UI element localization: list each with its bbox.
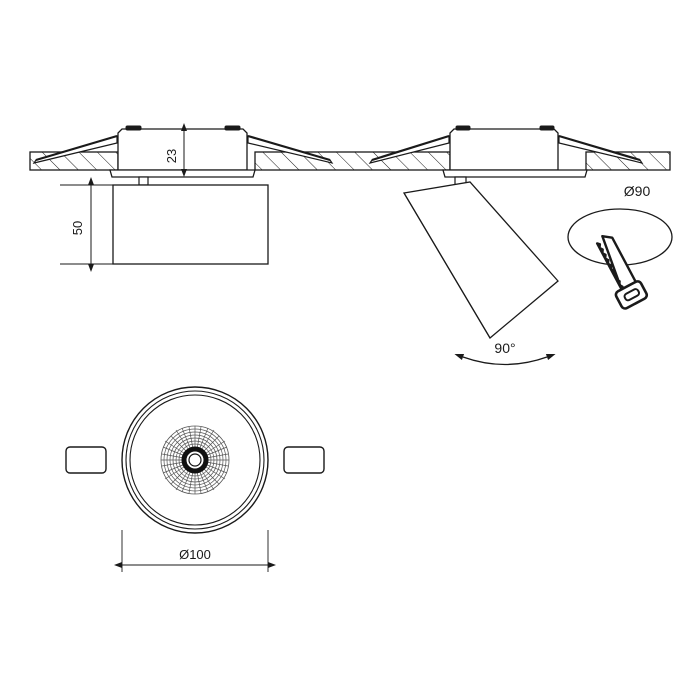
housing-body-right bbox=[449, 128, 559, 171]
spring-clip-right-edge bbox=[247, 134, 331, 162]
housing-top-tab-right bbox=[224, 125, 241, 131]
trim-flange-right bbox=[442, 169, 588, 178]
lamp-body-left bbox=[112, 184, 269, 265]
fixture-straight bbox=[32, 125, 334, 265]
saw-handle-grip bbox=[623, 288, 640, 302]
housing-top-tab-right-2 bbox=[539, 125, 555, 131]
led-center bbox=[188, 453, 202, 467]
dimension-50: 50 bbox=[60, 177, 113, 272]
plan-view-bottom bbox=[65, 386, 325, 534]
cutout-diameter-label: Ø90 bbox=[624, 183, 651, 199]
pivot-stem-left bbox=[138, 176, 149, 186]
plan-ring-inner bbox=[129, 394, 261, 526]
fixture-tilted bbox=[368, 125, 644, 339]
housing-top-tab-left bbox=[125, 125, 142, 131]
spring-clip-left-edge bbox=[35, 134, 118, 162]
housing-body-left bbox=[117, 128, 248, 171]
dimension-100-label: Ø100 bbox=[179, 547, 211, 562]
ceiling-segment-middle bbox=[254, 151, 451, 171]
dimension-23-label: 23 bbox=[164, 149, 179, 163]
ceiling-hatch-right bbox=[585, 151, 671, 171]
plan-side-tab-right bbox=[283, 446, 325, 474]
cob-reflector-pattern bbox=[160, 425, 230, 495]
lamp-body-tilted bbox=[402, 181, 559, 339]
lamp-body-tilted-back-edge bbox=[403, 192, 491, 339]
dimension-50-label: 50 bbox=[70, 221, 85, 235]
saw-blade bbox=[595, 234, 637, 291]
housing-top-tab-left-2 bbox=[455, 125, 471, 131]
cutout-detail: Ø90 bbox=[567, 183, 673, 310]
ceiling-segment-right bbox=[585, 151, 671, 171]
ceiling-hatch-middle bbox=[254, 151, 451, 171]
keyhole-saw-icon bbox=[595, 234, 649, 310]
plan-side-tab-left bbox=[65, 446, 107, 474]
angle-arc-double-arrow bbox=[454, 353, 556, 366]
angle-annotation-90: 90° bbox=[454, 340, 556, 366]
angle-90-label: 90° bbox=[494, 340, 515, 356]
trim-flange-left bbox=[109, 169, 256, 178]
dimension-23: 23 bbox=[164, 123, 187, 177]
spring-clip-left-2-edge bbox=[371, 134, 450, 162]
dimension-diameter-100: Ø100 bbox=[114, 530, 276, 572]
plan-ring-mid bbox=[125, 390, 265, 530]
spring-clip-right-2-edge bbox=[558, 134, 641, 162]
